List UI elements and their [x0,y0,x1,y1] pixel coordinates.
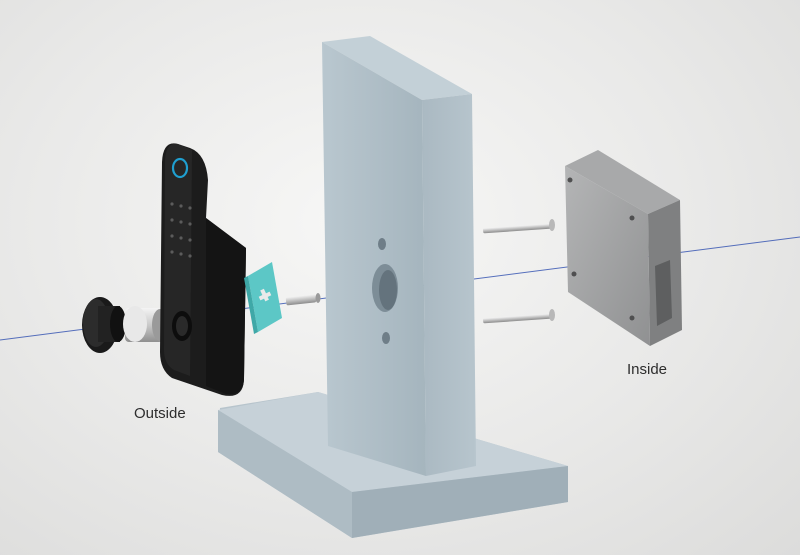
door-hole-bottom [382,332,390,344]
mounting-screw-lower [483,309,555,324]
label-inside: Inside [627,361,668,378]
outside-knob [82,297,180,353]
keypad-grid-icon [170,202,192,258]
inside-lock-body [565,150,682,346]
door-hole-top [378,238,386,250]
mounting-plate [244,262,282,334]
front-screw [285,293,321,306]
label-outside: Outside [134,405,186,422]
door-slab [322,36,476,476]
fingerprint-lock-body [160,143,246,396]
mounting-screw-upper [483,219,555,234]
fingerprint-sensor-icon [171,157,189,179]
